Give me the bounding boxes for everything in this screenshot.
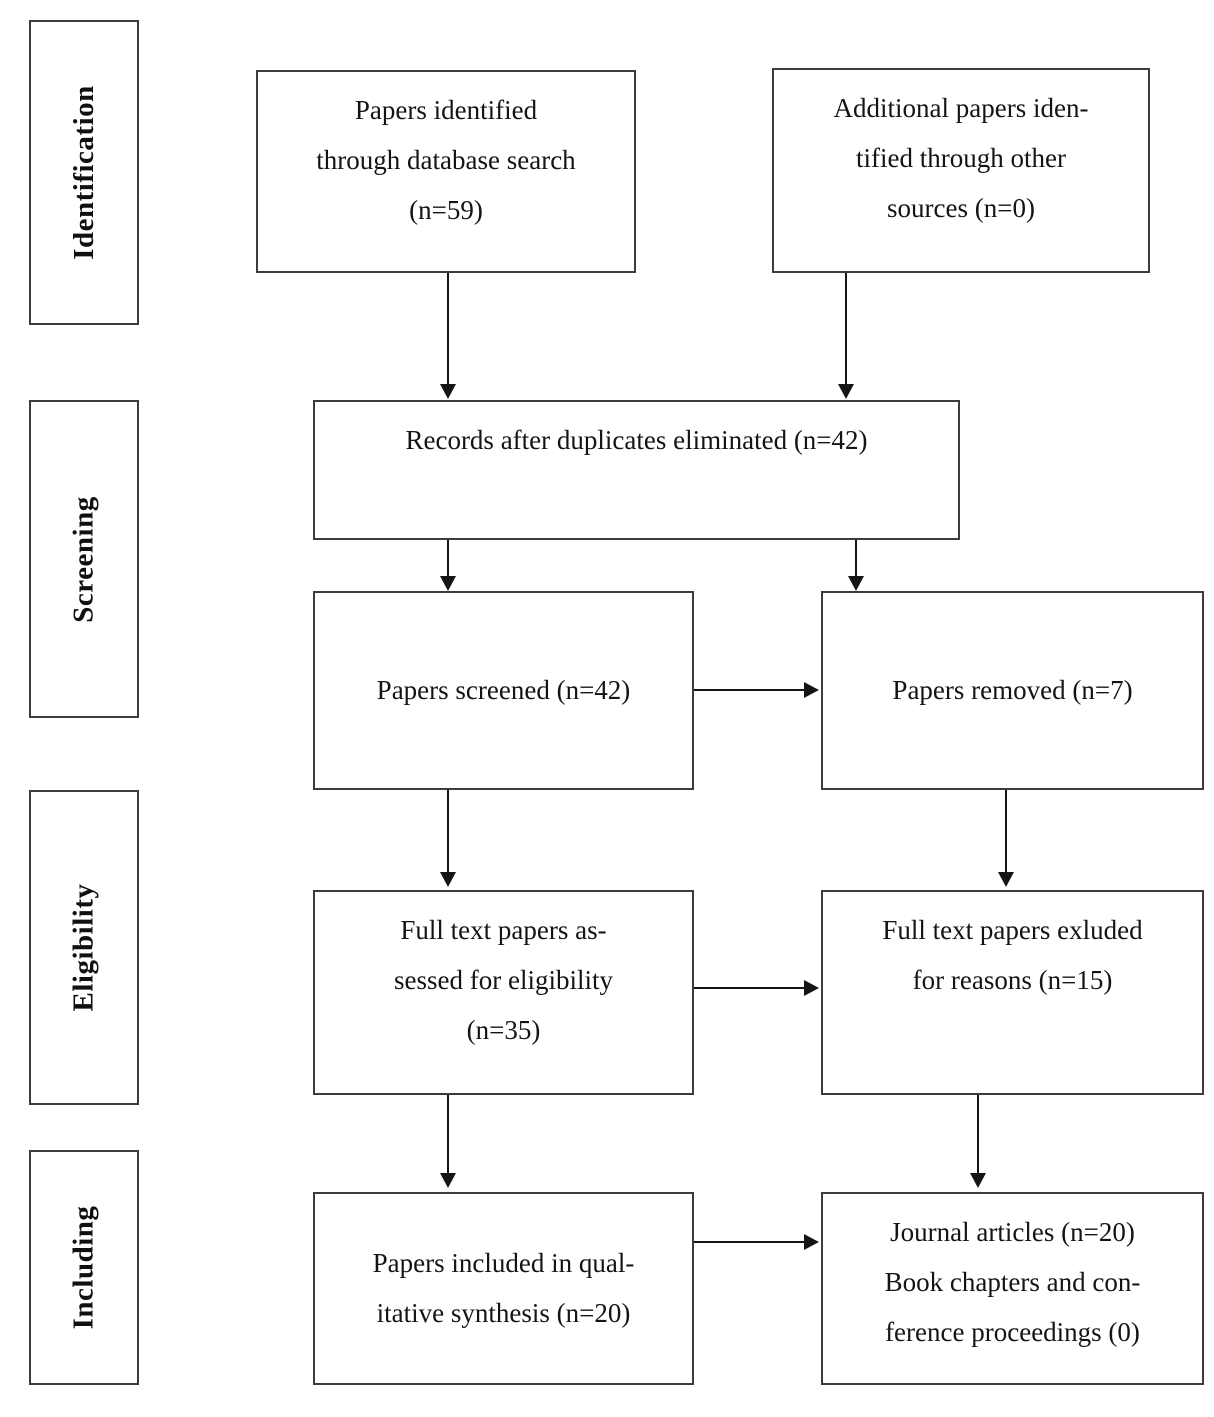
- arrowhead-screened-to-removed: [804, 682, 819, 698]
- box-line: Full text papers exluded: [882, 915, 1143, 945]
- connector-screened-to-removed: [694, 689, 806, 691]
- box-line: Full text papers as-: [400, 915, 607, 945]
- box-line: tified through other: [856, 142, 1066, 173]
- box-line: Papers included in qual-: [372, 1247, 635, 1278]
- stage-box-eligibility: Eligibility: [29, 790, 139, 1105]
- box-line: Papers removed (n=7): [892, 674, 1133, 705]
- box-line: sessed for eligibility: [394, 964, 613, 995]
- stage-box-screening: Screening: [29, 400, 139, 718]
- connector-included-to-publication-types: [694, 1241, 806, 1243]
- connector-assessed-to-excluded: [694, 987, 806, 989]
- box-line: Papers identified: [354, 95, 538, 125]
- stage-label-including: Including: [67, 1205, 100, 1330]
- arrowhead-included-to-publication-types: [804, 1234, 819, 1250]
- arrowhead-records-to-removed: [848, 576, 864, 591]
- box-line: ference proceedings (0): [885, 1316, 1140, 1347]
- box-line: (n=35): [466, 1014, 541, 1045]
- connector-database-to-records: [447, 273, 449, 386]
- box-publication-types: Journal articles (n=20) Book chapters an…: [821, 1192, 1204, 1385]
- box-line: Records after duplicates eliminated (n=4…: [405, 425, 868, 455]
- arrowhead-records-to-screened: [440, 576, 456, 591]
- arrowhead-excluded-to-publication-types: [970, 1173, 986, 1188]
- connector-removed-to-excluded: [1005, 790, 1007, 875]
- connector-other-sources-to-records: [845, 273, 847, 386]
- arrowhead-screened-to-fulltext: [440, 872, 456, 887]
- box-line: Papers screened (n=42): [376, 674, 631, 705]
- box-additional-papers-other-sources: Additional papers iden- tified through o…: [772, 68, 1150, 273]
- box-line: Journal articles (n=20): [890, 1217, 1135, 1247]
- box-papers-identified-database-search: Papers identified through database searc…: [256, 70, 636, 273]
- box-papers-included-qualitative-synthesis: Papers included in qual- itative synthes…: [313, 1192, 694, 1385]
- stage-label-identification: Identification: [67, 85, 100, 260]
- box-records-after-duplicates: Records after duplicates eliminated (n=4…: [313, 400, 960, 540]
- box-line: Book chapters and con-: [884, 1266, 1141, 1297]
- connector-assessed-to-included: [447, 1095, 449, 1175]
- arrowhead-assessed-to-included: [440, 1173, 456, 1188]
- box-line: for reasons (n=15): [912, 964, 1113, 995]
- box-full-text-excluded: Full text papers exluded for reasons (n=…: [821, 890, 1204, 1095]
- arrowhead-assessed-to-excluded: [804, 980, 819, 996]
- connector-excluded-to-publication-types: [977, 1095, 979, 1175]
- box-papers-screened: Papers screened (n=42): [313, 591, 694, 790]
- stage-label-screening: Screening: [67, 495, 100, 623]
- box-full-text-assessed: Full text papers as- sessed for eligibil…: [313, 890, 694, 1095]
- box-line: sources (n=0): [887, 192, 1035, 223]
- stage-box-identification: Identification: [29, 20, 139, 325]
- arrowhead-other-sources-to-records: [838, 384, 854, 399]
- arrowhead-database-to-records: [440, 384, 456, 399]
- box-line: through database search: [316, 144, 576, 175]
- connector-screened-to-fulltext: [447, 790, 449, 875]
- box-line: itative synthesis (n=20): [376, 1297, 631, 1328]
- box-line: Additional papers iden-: [833, 93, 1089, 123]
- connector-records-to-removed: [855, 540, 857, 580]
- stage-box-including: Including: [29, 1150, 139, 1385]
- connector-records-to-screened: [447, 540, 449, 580]
- arrowhead-removed-to-excluded: [998, 872, 1014, 887]
- box-papers-removed: Papers removed (n=7): [821, 591, 1204, 790]
- stage-label-eligibility: Eligibility: [67, 883, 100, 1012]
- box-line: (n=59): [409, 194, 483, 225]
